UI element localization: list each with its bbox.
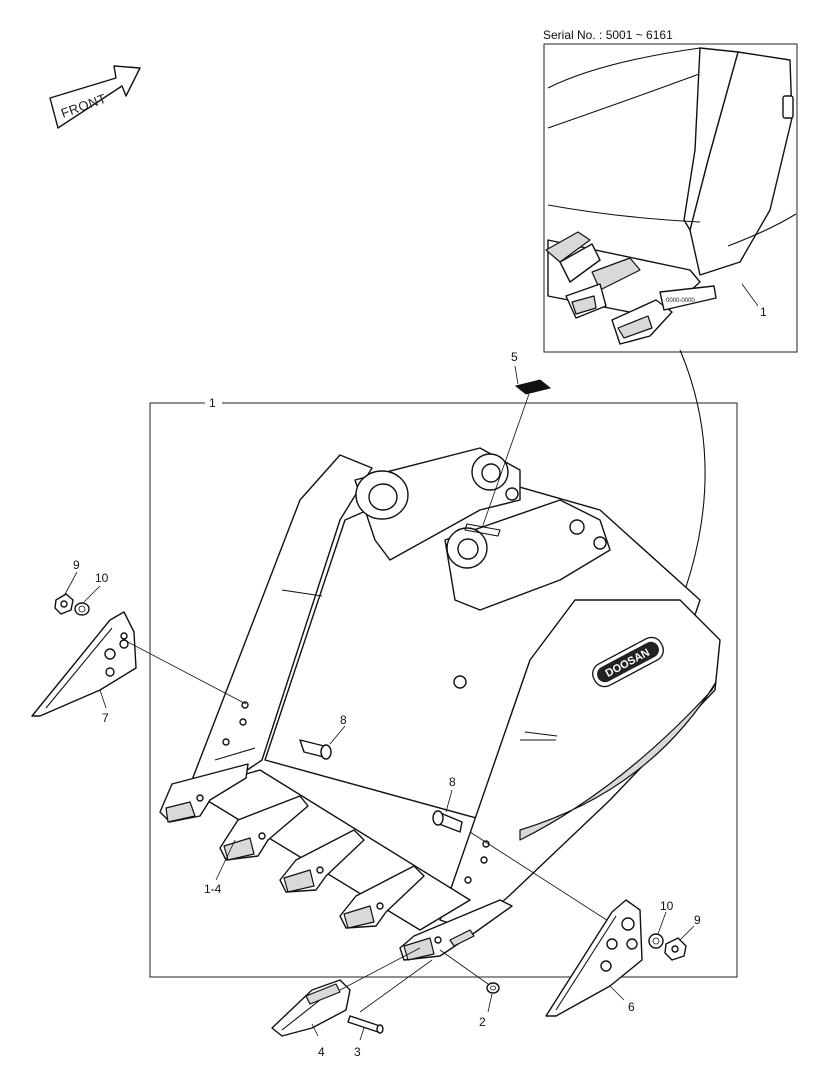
callout-nut-left: 9 (73, 558, 80, 572)
inset-bucket-drawing: 0000-0000 (545, 47, 797, 345)
callout-tooth: 4 (318, 1045, 325, 1059)
tooth-5 (399, 899, 513, 961)
inset-leader-1 (741, 283, 759, 307)
callout-decal: 5 (511, 350, 518, 364)
tooth-3 (279, 829, 365, 893)
decal-leader (481, 393, 530, 529)
main-bucket: DOOSAN (189, 447, 721, 931)
callout-nut-right: 9 (694, 913, 701, 927)
main-frame: 1 (149, 396, 738, 978)
washer-right-icon (648, 933, 664, 949)
tooth-4 (339, 865, 425, 929)
side-cutter-right (545, 899, 643, 1017)
tooth-2 (219, 795, 309, 861)
washer-left-icon (74, 602, 90, 616)
inset-frame (543, 43, 798, 353)
callout-pin: 3 (354, 1045, 361, 1059)
callout-washer-left: 10 (95, 571, 109, 585)
tooth-1 (159, 763, 249, 823)
serial-number-label: Serial No. : 5001 ~ 6161 (543, 28, 673, 42)
callout-bolt-left: 8 (340, 713, 347, 727)
svg-text:0000-0000: 0000-0000 (666, 298, 695, 304)
front-arrow-icon (49, 65, 141, 129)
decal-part: 5 (481, 350, 552, 529)
pin-lock-group: 2 (439, 949, 500, 1029)
callout-bolt-right: 8 (449, 775, 456, 789)
pin-part-icon (347, 1015, 381, 1033)
callout-adapter: 1-4 (204, 882, 222, 896)
inset-detail: Serial No. : 5001 ~ 6161 0000-0000 1 (543, 28, 798, 353)
teeth-row: 1-4 (159, 763, 513, 961)
callout-pin-lock: 2 (479, 1015, 486, 1029)
tooth-pin-group: 4 3 (271, 947, 433, 1059)
callout-washer-right: 10 (660, 899, 674, 913)
leader-1-4 (215, 839, 236, 881)
front-arrow: FRONT (49, 65, 141, 129)
callout-inset-1: 1 (760, 305, 767, 319)
bolt-left-group: 8 (299, 713, 347, 760)
callout-side-cutter-right: 6 (628, 1000, 635, 1014)
right-side-cutter-group: 10 9 6 (545, 899, 701, 1017)
bolt-right-group: 8 (432, 775, 617, 927)
callout-main-1: 1 (209, 396, 216, 410)
pin-lock-icon (486, 982, 500, 994)
left-side-cutter-group: 9 10 7 (31, 558, 247, 725)
callout-side-cutter-left: 7 (102, 711, 109, 725)
decal-icon (514, 379, 552, 395)
side-cutter-left (31, 611, 137, 717)
